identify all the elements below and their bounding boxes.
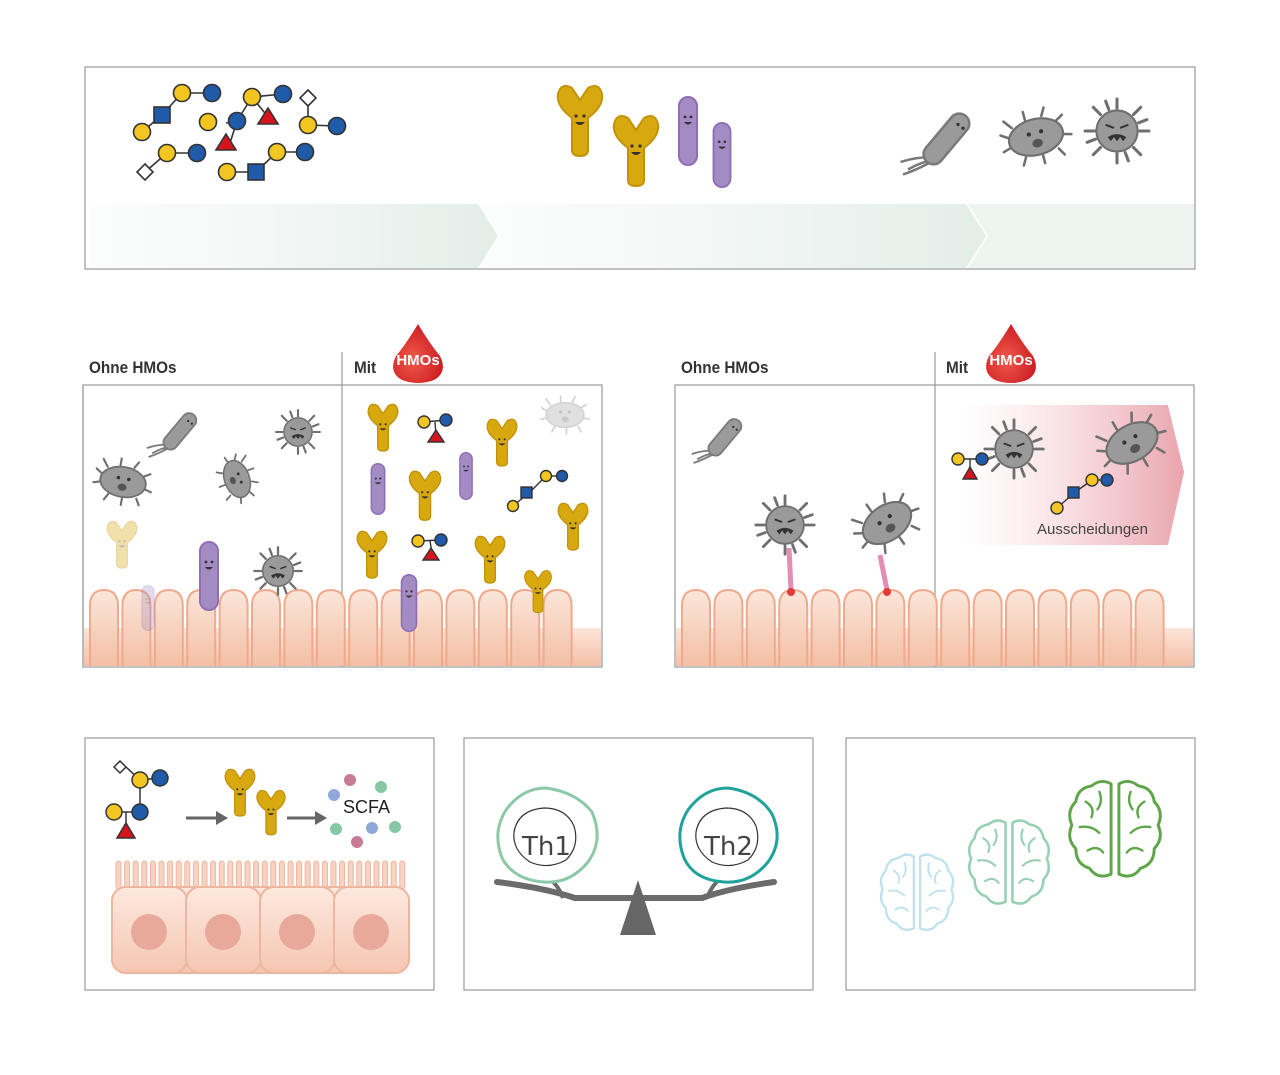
microvillus xyxy=(253,860,260,890)
microvillus xyxy=(261,860,268,890)
villus xyxy=(681,589,711,667)
excretion-label: Ausscheidungen xyxy=(1037,521,1148,538)
microvillus xyxy=(270,860,277,890)
microvillus xyxy=(278,860,285,890)
microvillus xyxy=(296,860,303,890)
microvillus xyxy=(364,860,371,890)
microvillus xyxy=(287,860,294,890)
middle-right-panel xyxy=(674,352,1195,668)
microvillus xyxy=(210,860,217,890)
top-panel xyxy=(84,66,1196,270)
microvillus xyxy=(356,860,363,890)
microvillus xyxy=(321,860,328,890)
th1-label: Th1 xyxy=(522,832,571,862)
microvillus xyxy=(192,860,199,890)
microvillus xyxy=(115,860,122,890)
middle-left-panel xyxy=(82,352,603,668)
progress-arrows xyxy=(90,204,1194,268)
microvillus xyxy=(244,860,251,890)
immune-balance-panel xyxy=(463,737,814,991)
scfa-panel xyxy=(84,737,435,991)
villus xyxy=(445,589,476,667)
scfa-particles xyxy=(328,774,401,848)
villus xyxy=(843,589,873,667)
hmo-badge-text: HMOs xyxy=(989,352,1033,369)
microvillus xyxy=(382,860,389,890)
microvillus xyxy=(227,860,234,890)
microvillus xyxy=(347,860,354,890)
microvillus xyxy=(149,860,156,890)
microvillus xyxy=(175,860,182,890)
microvillus xyxy=(304,860,311,890)
th2-label: Th2 xyxy=(704,832,753,862)
microvillus xyxy=(313,860,320,890)
hmo-badge-left: HMOs xyxy=(390,322,446,384)
villus xyxy=(153,589,184,667)
villus xyxy=(778,589,809,667)
villus xyxy=(810,589,841,667)
brain-panel xyxy=(845,737,1196,991)
scfa-label: SCFA xyxy=(343,797,391,817)
adhesion-pathogens xyxy=(690,415,932,596)
villus xyxy=(89,589,119,667)
microvillus xyxy=(339,860,346,890)
microvillus xyxy=(132,860,139,890)
villus xyxy=(1134,589,1165,667)
microvillus xyxy=(218,860,225,890)
villus xyxy=(907,589,938,667)
microvillus xyxy=(330,860,337,890)
microvillus xyxy=(390,860,397,890)
villus xyxy=(875,589,906,667)
label-with-right: Mit xyxy=(946,358,969,377)
label-with-left: Mit xyxy=(354,358,377,377)
villus xyxy=(713,589,744,667)
microvillus xyxy=(124,860,131,890)
villus xyxy=(251,589,281,667)
villus xyxy=(348,589,379,667)
villus xyxy=(477,589,508,667)
gut-villi-left xyxy=(84,589,601,667)
with-hmos-microbes xyxy=(356,395,590,633)
villus xyxy=(1102,589,1133,667)
villus xyxy=(1005,589,1035,667)
hmo-badge-right: HMOs xyxy=(983,322,1039,384)
microvillus xyxy=(167,860,174,890)
microvillus xyxy=(184,860,191,890)
villus xyxy=(283,589,314,667)
epithelial-cells xyxy=(111,860,410,974)
label-without-hmos-left: Ohne HMOs xyxy=(89,358,177,377)
villus xyxy=(745,589,776,667)
villus xyxy=(542,589,573,667)
villus xyxy=(315,589,346,667)
th1-cell xyxy=(496,786,599,884)
villus xyxy=(218,589,249,667)
microvillus xyxy=(141,860,148,890)
microvillus xyxy=(399,860,406,890)
villus xyxy=(1069,589,1100,667)
villus xyxy=(940,589,971,667)
hmo-badge-text: HMOs xyxy=(396,352,440,369)
villus xyxy=(1037,589,1068,667)
gut-villi-right xyxy=(676,589,1193,667)
label-without-hmos-right: Ohne HMOs xyxy=(681,358,769,377)
microvillus xyxy=(158,860,165,890)
th2-cell xyxy=(678,786,779,884)
microvillus xyxy=(373,860,380,890)
microvillus xyxy=(201,860,208,890)
villus xyxy=(972,589,1003,667)
bound-pathogens xyxy=(951,400,1178,515)
hmo-molecules xyxy=(132,83,347,182)
villus xyxy=(413,589,443,667)
microvillus xyxy=(235,860,242,890)
